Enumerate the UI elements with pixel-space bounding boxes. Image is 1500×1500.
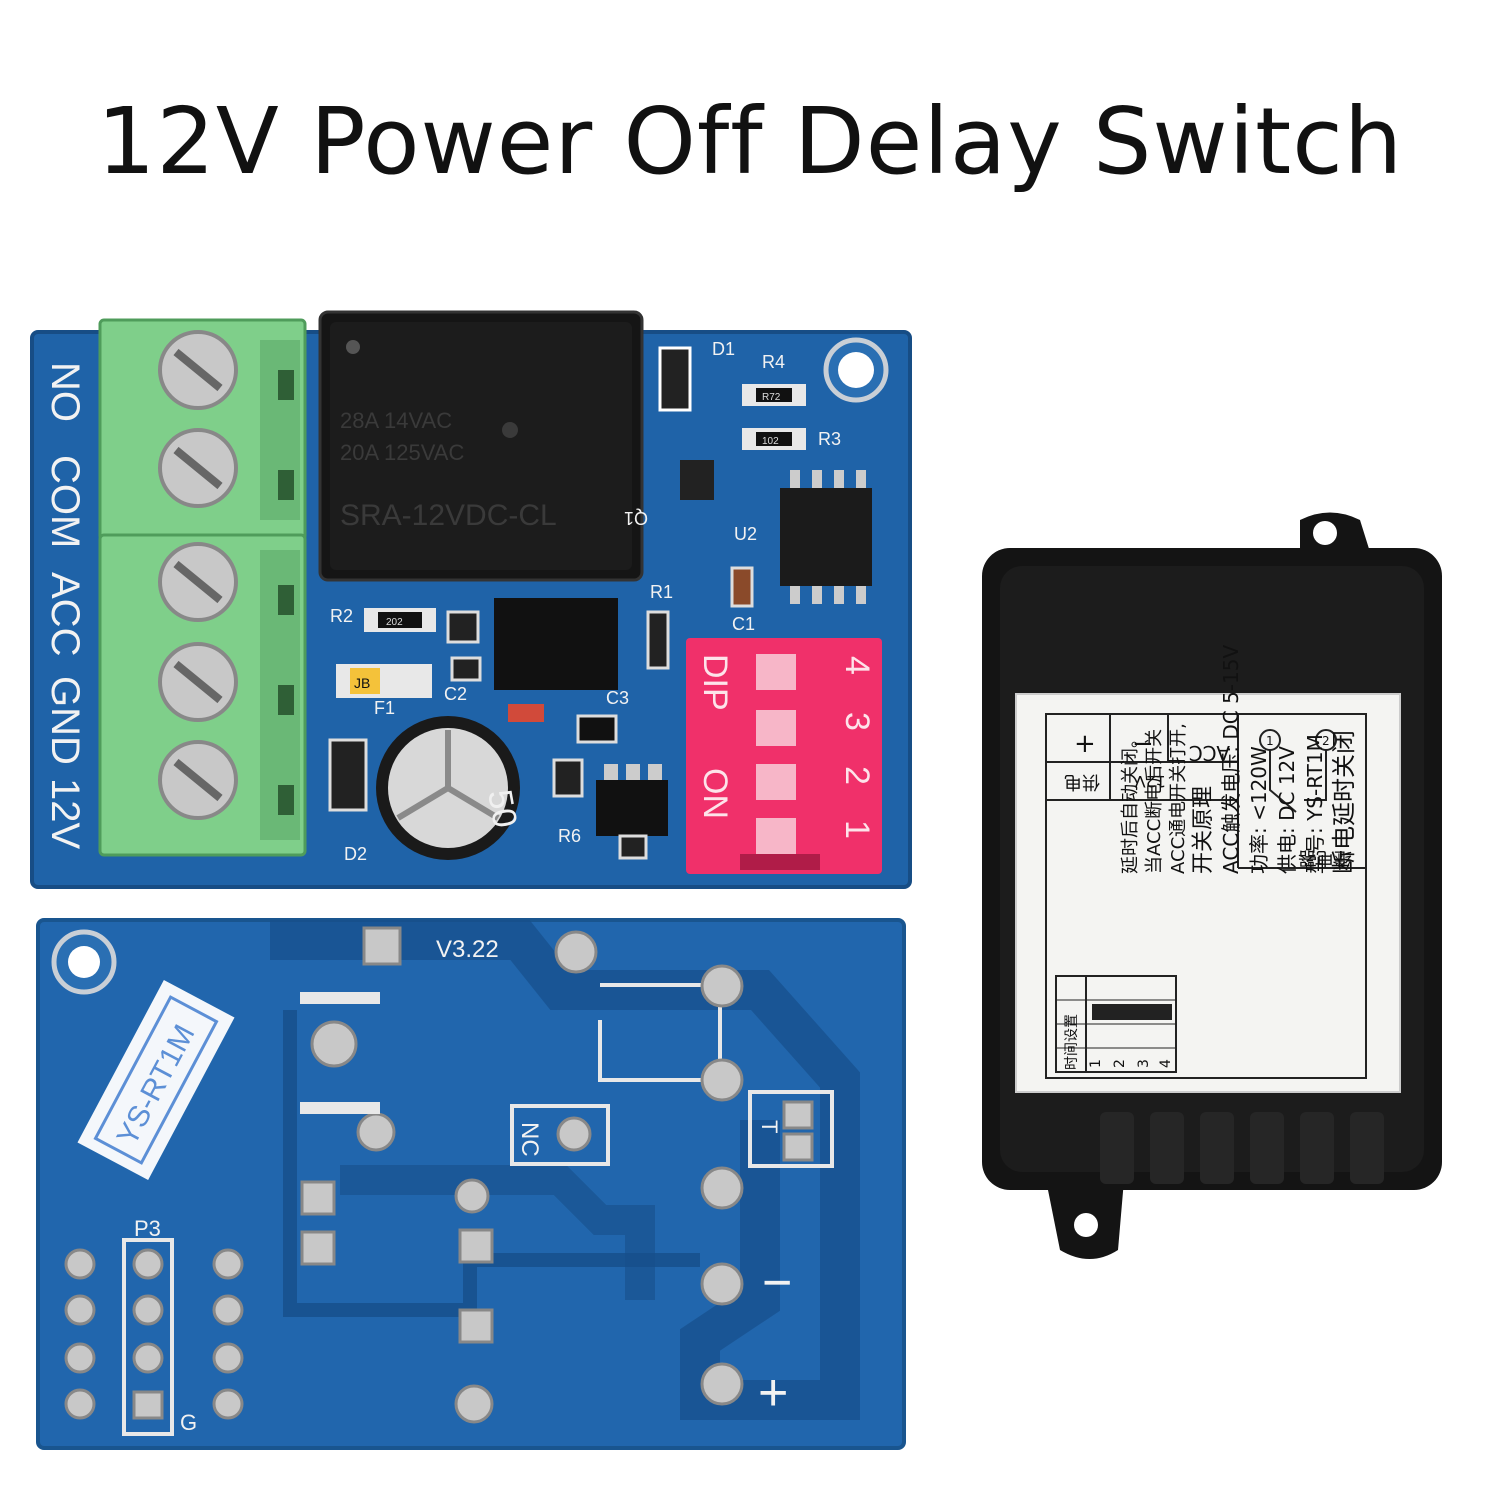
relay-rating-2: 20A 125VAC <box>340 440 464 465</box>
terminal-block-bottom <box>98 533 307 857</box>
dip-switch: ON DIP 1 2 3 4 <box>686 638 882 874</box>
relay-diagram: 1 2 继电器 <box>1259 729 1352 868</box>
label-t: T <box>757 1120 782 1133</box>
label-com: COM <box>43 455 87 548</box>
label-acc: ACC <box>43 572 87 656</box>
label-principle-line-3: 延时后自动关闭。 <box>1120 730 1141 874</box>
dip-label-dip: DIP <box>696 654 734 711</box>
label-12v-terminal: 12V <box>1135 772 1166 791</box>
terminal-labels: NO COM ACC GND 12V <box>43 362 87 849</box>
diagram-relay-label: 继电器 <box>1298 847 1352 868</box>
capacitor-marking: 50 <box>480 787 524 831</box>
label-minus-terminal: − <box>1132 729 1154 759</box>
label-minus: − <box>762 1254 792 1312</box>
top-pcb-board: NO COM ACC GND 12V <box>30 310 912 889</box>
label-r6: R6 <box>558 826 581 846</box>
component-labels: D1 R4 R3 U2 Q1 R1 C1 R2 F1 C2 C3 D2 R6 <box>330 339 841 864</box>
label-acc-voltage: ACC触发电压: DC 5-15V <box>1219 645 1243 874</box>
dip-number-2: 2 <box>838 766 876 785</box>
label-r2: R2 <box>330 606 353 626</box>
u2-chip <box>780 488 872 586</box>
label-principle-line-2: 当ACC断电后开关 <box>1144 729 1165 874</box>
dip-slider-3 <box>756 710 796 746</box>
case-label: + − ACC 12V 供电 1 2 继电器 断电延时关闭 型号: YS-RT1… <box>1015 645 1401 1093</box>
label-title: 断电延时关闭 <box>1330 730 1358 874</box>
electrolytic-capacitor: 50 <box>376 716 524 860</box>
label-power-supply: 供电 <box>1064 771 1100 792</box>
label-jb: JB <box>354 675 370 691</box>
diagram-pin-2: 2 <box>1322 734 1330 748</box>
chip-102: 102 <box>762 436 779 447</box>
label-plus-terminal: + <box>1074 729 1096 759</box>
label-r3: R3 <box>818 429 841 449</box>
chip-202: 202 <box>386 617 403 628</box>
smd-components: R72 102 202 JB <box>328 346 872 860</box>
diagram-pin-1: 1 <box>1266 734 1274 748</box>
label-nc: NC <box>516 1122 543 1157</box>
dip-table-3: 3 <box>1136 1059 1152 1068</box>
bottom-pcb-board: V3.22 YS-RT1M NC P3 G T − + <box>36 918 906 1450</box>
label-supply: 供电: DC 12V <box>1275 746 1299 874</box>
dip-table-4: 4 <box>1158 1059 1174 1068</box>
label-c1: C1 <box>732 614 755 634</box>
label-p3: P3 <box>134 1216 161 1241</box>
label-principle-line-1: ACC通电开关打开, <box>1168 723 1189 874</box>
label-acc-terminal: ACC <box>1189 741 1230 765</box>
dip-slider-4 <box>756 654 796 690</box>
page-title: 12V Power Off Delay Switch <box>96 88 1404 195</box>
dip-table-2: 2 <box>1112 1059 1128 1068</box>
dip-setting-table: 时间设置 1 2 3 4 <box>1055 975 1177 1073</box>
label-r1: R1 <box>650 582 673 602</box>
dip-number-4: 4 <box>838 656 876 675</box>
dip-caption: 时间设置 <box>1064 1014 1080 1070</box>
label-d1: D1 <box>712 339 735 359</box>
label-gnd: GND <box>43 676 87 765</box>
version-label: V3.22 <box>436 936 499 963</box>
label-c2: C2 <box>444 684 467 704</box>
relay-rating-1: 28A 14VAC <box>340 408 452 433</box>
dip-number-3: 3 <box>838 712 876 731</box>
label-plus: + <box>758 1364 788 1422</box>
label-12v: 12V <box>43 778 87 849</box>
label-c3: C3 <box>606 688 629 708</box>
dip-slider-2 <box>756 764 796 800</box>
optocoupler <box>494 598 618 690</box>
label-model: 型号: YS-RT1M <box>1303 734 1327 874</box>
label-g: G <box>180 1410 197 1435</box>
solder-pads <box>64 926 814 1424</box>
label-power: 功率: <120W <box>1247 746 1271 874</box>
label-principle-title: 开关原理 <box>1191 786 1216 874</box>
chip-r72: R72 <box>762 392 781 403</box>
label-u2: U2 <box>734 524 757 544</box>
relay: 28A 14VAC 20A 125VAC SRA-12VDC-CL <box>318 310 644 582</box>
dip-slider-1 <box>756 818 796 854</box>
label-f1: F1 <box>374 698 395 718</box>
label-q1: Q1 <box>624 508 648 528</box>
dip-label-on: ON <box>696 768 734 819</box>
label-r4: R4 <box>762 352 785 372</box>
relay-model: SRA-12VDC-CL <box>340 499 557 532</box>
black-case: + − ACC 12V 供电 1 2 继电器 断电延时关闭 型号: YS-RT1… <box>982 512 1442 1259</box>
dip-number-1: 1 <box>838 820 876 839</box>
dip-table-1: 1 <box>1088 1059 1104 1068</box>
label-no: NO <box>43 362 87 422</box>
terminal-block-top <box>98 318 307 542</box>
label-d2: D2 <box>344 844 367 864</box>
